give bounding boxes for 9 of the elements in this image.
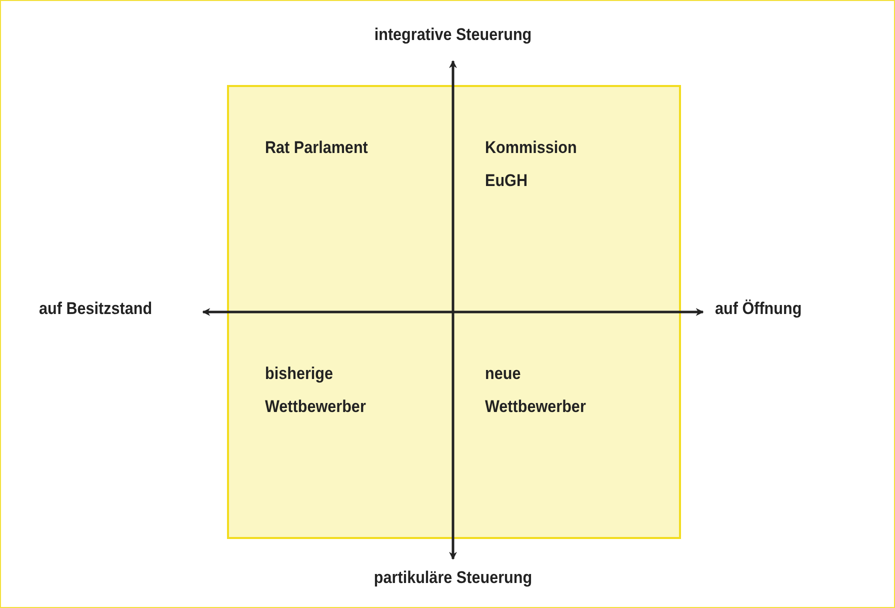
axis-label: integrative Steuerung bbox=[374, 25, 532, 45]
quadrant-label: neue Wettbewerber bbox=[485, 363, 587, 418]
quadrant-square bbox=[227, 85, 681, 539]
axis-label: partikuläre Steuerung bbox=[374, 568, 532, 588]
quadrant-label: Rat Parlament bbox=[265, 137, 369, 159]
quadrant-label: bisherige Wettbewerber bbox=[265, 363, 367, 418]
axis-label: auf Öffnung bbox=[715, 299, 802, 319]
axis-label: auf Besitzstand bbox=[39, 299, 152, 319]
quadrant-label: Kommission EuGH bbox=[485, 137, 578, 192]
